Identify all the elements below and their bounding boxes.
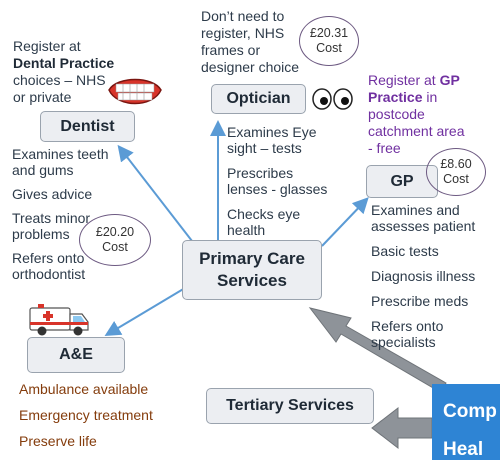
big-arrow-to-tertiary bbox=[371, 406, 433, 450]
gp-box: GP bbox=[366, 165, 438, 198]
gp-bullets: Examines and assesses patient Basic test… bbox=[371, 202, 476, 350]
panel-line2: Heal bbox=[443, 439, 484, 460]
arrow-to-ae bbox=[104, 287, 186, 337]
optician-cost-badge: £20.31 Cost bbox=[299, 16, 359, 66]
arrow-to-dentist bbox=[117, 144, 193, 242]
ae-box: A&E bbox=[27, 337, 125, 373]
primary-care-line1: Primary Care bbox=[199, 249, 305, 268]
primary-care-line2: Services bbox=[217, 271, 287, 290]
gp-register-note: Register at GP Practice in postcode catc… bbox=[368, 72, 465, 156]
arrow-to-gp bbox=[321, 197, 369, 247]
big-arrow-to-primary bbox=[308, 307, 447, 393]
primary-care-box: Primary Care Services bbox=[182, 240, 322, 300]
teeth-icon bbox=[108, 78, 162, 105]
dentist-cost-badge: £20.20 Cost bbox=[79, 214, 151, 266]
dentist-box: Dentist bbox=[40, 111, 135, 142]
dentist-register-note: Register at Dental Practice choices – NH… bbox=[13, 38, 115, 105]
dentist-bullets: Examines teeth and gums Gives advice Tre… bbox=[12, 146, 109, 282]
ambulance-icon bbox=[29, 304, 89, 336]
ae-title: A&E bbox=[59, 346, 93, 363]
tertiary-title: Tertiary Services bbox=[226, 397, 354, 414]
eyes-icon bbox=[312, 88, 353, 110]
gp-title: GP bbox=[390, 172, 414, 190]
community-health-panel: Comp Heal bbox=[432, 384, 500, 460]
optician-title: Optician bbox=[226, 90, 291, 107]
tertiary-box: Tertiary Services bbox=[206, 388, 374, 424]
ae-bullets: Ambulance available Emergency treatment … bbox=[19, 381, 153, 449]
dentist-title: Dentist bbox=[60, 117, 115, 135]
optician-bullets: Examines Eye sight – tests Prescribes le… bbox=[227, 124, 328, 238]
optician-note: Don’t need to register, NHS frames or de… bbox=[201, 8, 300, 75]
gp-cost-badge: £8.60 Cost bbox=[426, 148, 486, 196]
panel-line1: Comp bbox=[443, 401, 497, 422]
optician-box: Optician bbox=[211, 84, 306, 114]
